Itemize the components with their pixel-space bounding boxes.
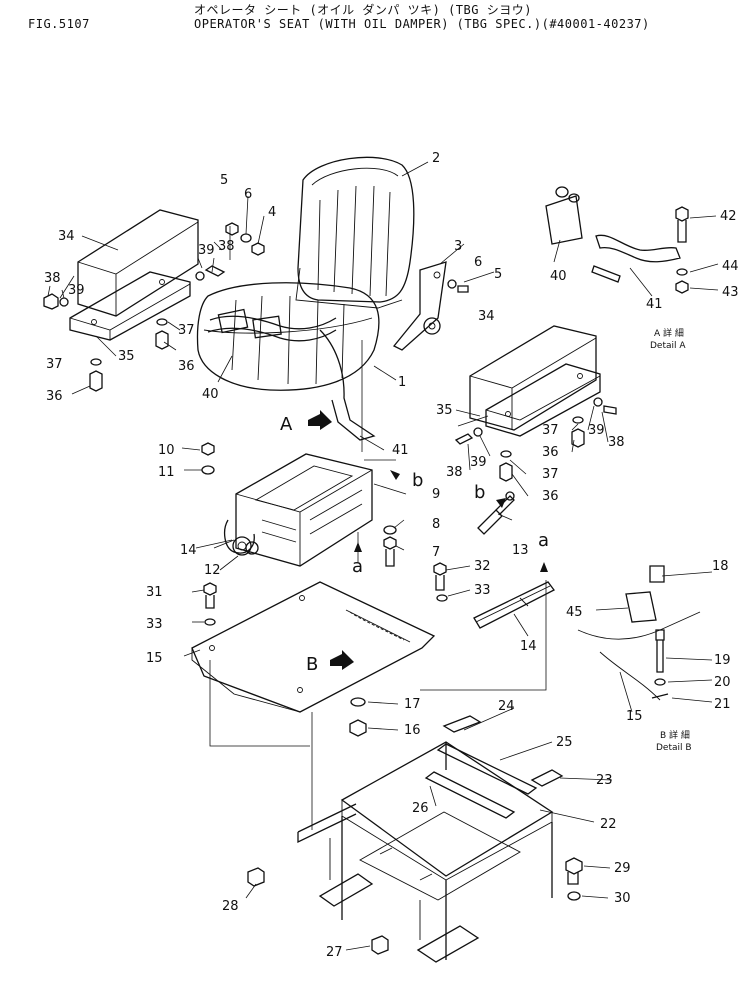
callout-10: 10: [158, 443, 175, 458]
seat-cushion: [196, 282, 380, 441]
view-markers: A B a a b b: [280, 414, 549, 675]
figure-number: FIG.5107: [28, 17, 90, 31]
callout-35b: 35: [436, 403, 453, 418]
callout-43: 43: [722, 285, 739, 300]
callout-41b: 41: [646, 297, 663, 312]
callout-23: 23: [596, 773, 613, 788]
callout-1: 1: [398, 375, 406, 390]
callout-19: 19: [714, 653, 731, 668]
title-english: OPERATOR'S SEAT (WITH OIL DAMPER) (TBG S…: [194, 17, 650, 31]
detail-b-caption-jp: B 詳 細: [660, 729, 690, 741]
callout-38c: 38: [446, 465, 463, 480]
title-japanese: オペレータ シート (オイル ダンパ ツキ) (TBG シヨウ): [194, 3, 532, 17]
callout-13: 13: [512, 543, 529, 558]
callout-17: 17: [404, 697, 421, 712]
callout-26: 26: [412, 801, 429, 816]
callout-39d: 39: [588, 423, 605, 438]
callout-39b: 39: [198, 243, 215, 258]
callout-36c: 36: [542, 445, 559, 460]
fasteners: [43, 222, 617, 955]
slide-rail: [473, 581, 555, 629]
callout-21: 21: [714, 697, 731, 712]
callout-6b: 6: [474, 255, 482, 270]
callout-32: 32: [474, 559, 491, 574]
callout-45: 45: [566, 605, 583, 620]
marker-view-a: A: [280, 414, 293, 435]
leader-lines: [47, 161, 719, 951]
callout-35a: 35: [118, 349, 135, 364]
left-armrest: [69, 209, 199, 341]
callout-16: 16: [404, 723, 421, 738]
callout-33b: 33: [474, 583, 491, 598]
callout-5b: 5: [494, 267, 502, 282]
detail-captions: A 詳 細 Detail A B 詳 細 Detail B: [650, 327, 692, 753]
callout-36a: 36: [46, 389, 63, 404]
callout-39a: 39: [68, 283, 85, 298]
seat-stand: [297, 715, 564, 963]
callout-numbers: 1 2 3 4 5 5 6 6 7 8 9 10 11 12 13 14 14 …: [44, 151, 739, 960]
callout-14b: 14: [520, 639, 537, 654]
callout-8: 8: [432, 517, 440, 532]
callout-20: 20: [714, 675, 731, 690]
callout-14a: 14: [180, 543, 197, 558]
marker-conn-a1: a: [352, 556, 363, 577]
detail-b-caption-en: Detail B: [656, 743, 692, 753]
callout-36b: 36: [178, 359, 195, 374]
backrest-bracket: [392, 261, 447, 351]
callout-15b: 15: [626, 709, 643, 724]
callout-44: 44: [722, 259, 739, 274]
callout-22: 22: [600, 817, 617, 832]
marker-conn-b1: b: [412, 470, 423, 491]
detail-a-caption-jp: A 詳 細: [654, 327, 684, 339]
callout-38a: 38: [44, 271, 61, 286]
callout-37c: 37: [542, 423, 559, 438]
callout-36d: 36: [542, 489, 559, 504]
marker-conn-b2: b: [474, 482, 485, 503]
callout-41a: 41: [392, 443, 409, 458]
callout-37a: 37: [46, 357, 63, 372]
view-arrows: [308, 410, 548, 670]
detail-a-drawing: [545, 186, 689, 294]
callout-30: 30: [614, 891, 631, 906]
callout-29: 29: [614, 861, 631, 876]
callout-33a: 33: [146, 617, 163, 632]
seat-backrest: [295, 156, 415, 309]
callout-6a: 6: [244, 187, 252, 202]
callout-40b: 40: [550, 269, 567, 284]
callout-37d: 37: [542, 467, 559, 482]
callout-31: 31: [146, 585, 163, 600]
callout-27: 27: [326, 945, 343, 960]
callout-4: 4: [268, 205, 276, 220]
callout-2: 2: [432, 151, 440, 166]
marker-conn-a2: a: [538, 530, 549, 551]
callout-7: 7: [432, 545, 440, 560]
callout-25: 25: [556, 735, 573, 750]
detail-a-caption-en: Detail A: [650, 341, 686, 351]
callout-15a: 15: [146, 651, 163, 666]
mounting-plate: [191, 581, 436, 713]
callout-40a: 40: [202, 387, 219, 402]
callout-5a: 5: [220, 173, 228, 188]
callout-38d: 38: [608, 435, 625, 450]
callout-11: 11: [158, 465, 175, 480]
callout-18: 18: [712, 559, 729, 574]
callout-38b: 38: [218, 239, 235, 254]
callout-3: 3: [454, 239, 462, 254]
detail-b-drawing: [577, 565, 701, 701]
callout-24: 24: [498, 699, 515, 714]
seat-suspension: [213, 453, 373, 567]
callout-9: 9: [432, 487, 440, 502]
callout-39c: 39: [470, 455, 487, 470]
callout-28: 28: [222, 899, 239, 914]
callout-34a: 34: [58, 229, 75, 244]
callout-34b: 34: [478, 309, 495, 324]
callout-12: 12: [204, 563, 221, 578]
callout-42: 42: [720, 209, 737, 224]
seat-belt: [207, 308, 337, 342]
marker-view-b: B: [306, 654, 318, 675]
callout-37b: 37: [178, 323, 195, 338]
right-armrest: [469, 325, 601, 437]
